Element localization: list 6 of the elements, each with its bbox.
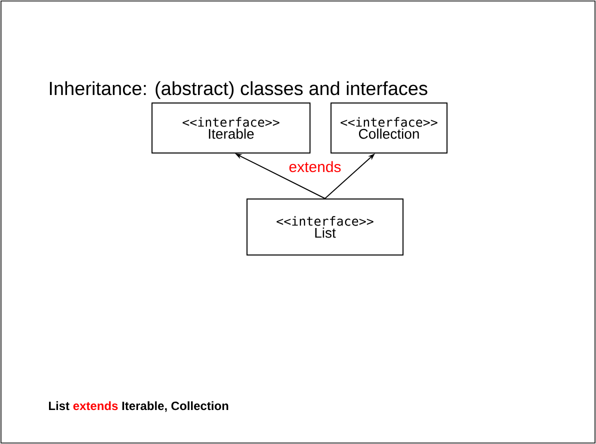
class-box: <<interface>> List xyxy=(246,198,404,256)
class-box: <<interface>> Collection xyxy=(330,102,448,154)
class-box: <<interface>> Iterable xyxy=(152,102,310,154)
relation-text: extends xyxy=(289,161,341,172)
slide-title: Inheritance: (abstract) classes and interfaces xyxy=(50,81,428,99)
summary-sentence: List extends Iterable, Collection xyxy=(49,401,228,412)
